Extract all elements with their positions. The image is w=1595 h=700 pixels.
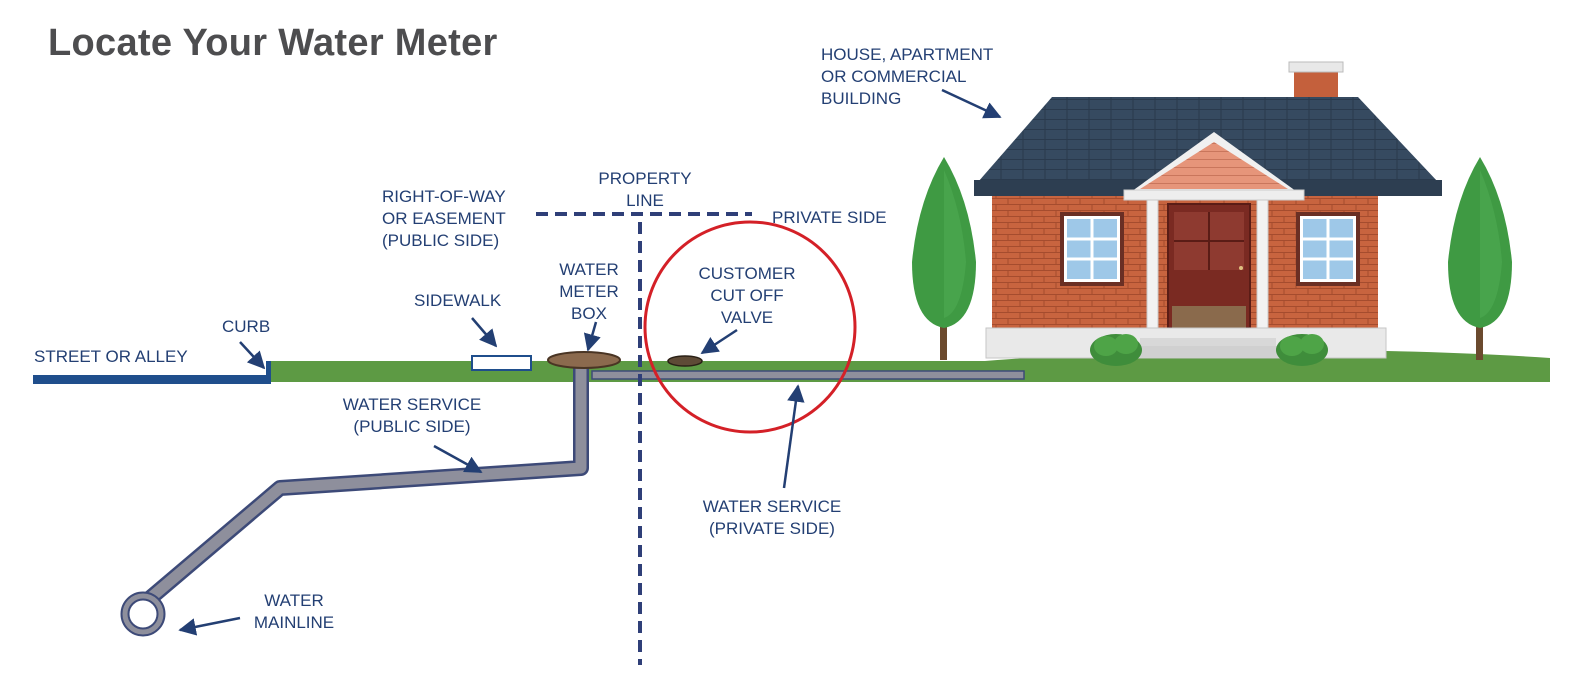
property-line-label-line-2: LINE [626,191,664,210]
property-line-label-line-1: PROPERTY [598,169,692,188]
house [974,61,1442,359]
private-water-service-pipe [591,370,1025,380]
bush-left [1090,334,1142,366]
water-service-private-line-1: WATER SERVICE [702,497,842,516]
tree-left [912,157,976,360]
house-label: HOUSE, APARTMENT OR COMMERCIAL BUILDING [821,44,993,110]
private-side-label: PRIVATE SIDE [772,208,887,227]
highlight-circle [643,220,857,434]
water-service-private-line-2: (PRIVATE SIDE) [709,519,835,538]
customer-valve-label: CUSTOMER CUT OFF VALVE [682,263,812,329]
house-label-line-1: HOUSE, APARTMENT [821,45,994,64]
water-service-public-line-1: WATER SERVICE [342,395,482,414]
page-title: Locate Your Water Meter [48,22,498,64]
water-meter-box-label-line-3: BOX [571,304,607,323]
curb-edge [266,361,271,384]
water-meter-box-label-line-1: WATER [559,260,619,279]
customer-cut-off-valve [667,355,703,367]
customer-valve-label-line-2: CUT OFF [710,286,784,305]
right-of-way-label-line-1: RIGHT-OF-WAY [382,187,506,206]
right-of-way-label: RIGHT-OF-WAY OR EASEMENT (PUBLIC SIDE) [382,186,506,252]
right-of-way-label-line-3: (PUBLIC SIDE) [382,231,500,250]
water-mainline-label-line-2: MAINLINE [253,613,335,632]
customer-valve-label-line-1: CUSTOMER [698,264,796,283]
right-of-way-label-line-2: OR EASEMENT [382,209,506,228]
customer-valve-label-line-3: VALVE [720,308,774,327]
bush-right [1276,334,1328,366]
water-service-private-label: WATER SERVICE (PRIVATE SIDE) [682,496,862,540]
house-label-line-3: BUILDING [821,89,902,108]
tree-right [1448,157,1512,360]
house-label-line-2: OR COMMERCIAL [821,67,967,86]
water-service-public-label: WATER SERVICE (PUBLIC SIDE) [322,394,502,438]
water-service-public-line-2: (PUBLIC SIDE) [353,417,471,436]
curb-label: CURB [222,317,271,336]
water-mainline-label: WATER MAINLINE [240,590,348,634]
property-line-label: PROPERTY LINE [585,168,705,212]
water-meter-box [547,351,621,369]
water-meter-box-label-line-2: METER [559,282,619,301]
street-line [33,375,269,384]
water-mainline-label-line-1: WATER [264,591,324,610]
water-meter-box-label: WATER METER BOX [545,259,633,325]
sidewalk [471,355,532,371]
label-arrows [178,88,1002,636]
sidewalk-label: SIDEWALK [414,291,502,310]
street-label: STREET OR ALLEY [34,347,188,366]
